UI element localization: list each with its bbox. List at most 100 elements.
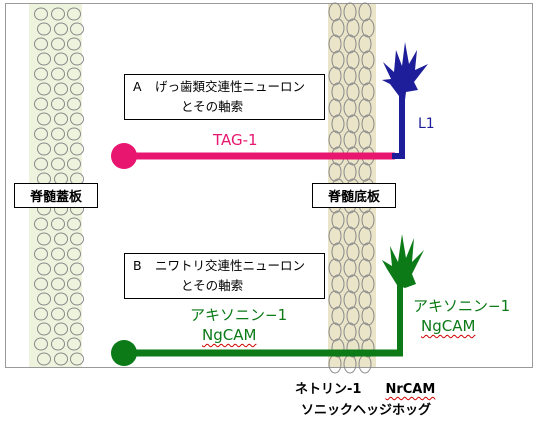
panel-a-growth-cone (382, 42, 428, 100)
cell-outline (343, 34, 357, 54)
cell-outline (358, 2, 372, 22)
cell-outline (343, 258, 357, 278)
cell-outline (70, 352, 84, 366)
cell-outline (343, 162, 357, 182)
panel-a-cell-body (111, 143, 137, 169)
cell-outline (34, 277, 48, 291)
cell-outline (54, 112, 68, 126)
cell-outline (70, 112, 84, 126)
cell-outline (70, 52, 84, 66)
cell-outline (328, 354, 342, 374)
cell-outline (343, 66, 357, 86)
cell-outline (37, 82, 51, 96)
cell-outline (331, 306, 345, 326)
cell-outline (70, 322, 84, 336)
panel-b-right-label-line2: NgCAM (421, 317, 476, 335)
cell-outline (346, 242, 360, 262)
cell-outline (343, 290, 357, 310)
cell-outline (51, 97, 65, 111)
floor-plate-label: 脊髄底板 (312, 183, 396, 208)
cell-outline (54, 82, 68, 96)
cell-outline (358, 130, 372, 150)
cell-outline (328, 290, 342, 310)
cell-outline (54, 292, 68, 306)
cell-outline (346, 274, 360, 294)
panel-b-left-label-line2: NgCAM (202, 326, 257, 344)
cell-outline (358, 34, 372, 54)
panel-b-title-line2: とその軸索 (181, 278, 244, 293)
cell-outline (37, 142, 51, 156)
cell-outline (328, 162, 342, 182)
cell-outline (37, 52, 51, 66)
panel-b-title-box: B ニワトリ交連性ニューロン とその軸索 (124, 253, 325, 299)
roof-plate-label: 脊髄蓋板 (14, 183, 98, 208)
cell-outline (346, 82, 360, 102)
cell-outline (51, 307, 65, 321)
cell-outline (331, 50, 345, 70)
cell-outline (346, 18, 360, 38)
cell-outline (37, 322, 51, 336)
cell-outline (34, 127, 48, 141)
cell-outline (70, 82, 84, 96)
cell-outline (328, 226, 342, 246)
cell-outline (34, 37, 48, 51)
panel-b-tag: B (133, 258, 142, 273)
panel-b-title-line1: ニワトリ交連性ニューロン (155, 258, 306, 273)
cell-outline (34, 67, 48, 81)
cell-outline (70, 232, 84, 246)
cell-outline (34, 307, 48, 321)
cell-outline (51, 277, 65, 291)
cell-outline (67, 247, 81, 261)
cell-outline (37, 262, 51, 276)
cell-outline (34, 337, 48, 351)
cell-outline (331, 242, 345, 262)
cell-outline (51, 247, 65, 261)
cell-outline (358, 354, 372, 374)
cell-outline (67, 7, 81, 21)
panel-a-axon-turn (392, 92, 405, 159)
cell-outline (346, 338, 360, 358)
cell-outline (70, 292, 84, 306)
panel-b-left-label-line1: アキソニン−1 (190, 306, 288, 324)
cell-outline (67, 127, 81, 141)
panel-b-right-label: アキソニン−1 NgCAM (413, 296, 510, 336)
cell-outline (361, 50, 375, 70)
cell-outline (37, 22, 51, 36)
netrin-label: ネトリン-1 (295, 382, 362, 397)
cell-outline (358, 258, 372, 278)
cell-outline (328, 2, 342, 22)
cell-outline (51, 337, 65, 351)
cell-outline (34, 247, 48, 261)
cell-outline (343, 322, 357, 342)
cell-outline (346, 306, 360, 326)
cell-outline (358, 226, 372, 246)
cell-outline (54, 232, 68, 246)
cell-outline (358, 98, 372, 118)
cell-outline (67, 307, 81, 321)
panel-b-right-label-line1: アキソニン−1 (413, 297, 511, 315)
panel-a-title-line2: とその軸索 (181, 99, 244, 114)
cell-outline (37, 352, 51, 366)
cell-outline (34, 157, 48, 171)
cell-outline (67, 337, 81, 351)
cell-outline (331, 18, 345, 38)
panel-b-left-label: アキソニン−1 NgCAM (190, 305, 287, 345)
cell-outline (328, 322, 342, 342)
cell-outline (37, 292, 51, 306)
cell-outline (70, 262, 84, 276)
cell-outline (331, 114, 345, 134)
figure-frame (5, 3, 533, 368)
cell-outline (54, 52, 68, 66)
cell-outline (331, 82, 345, 102)
cell-outline (34, 217, 48, 231)
cell-outline (361, 306, 375, 326)
cell-outline (54, 322, 68, 336)
cell-outline (331, 338, 345, 358)
cell-outline (328, 66, 342, 86)
cell-outline (361, 82, 375, 102)
cell-outline (346, 114, 360, 134)
cell-outline (331, 210, 345, 230)
cell-outline (328, 258, 342, 278)
cell-outline (343, 98, 357, 118)
